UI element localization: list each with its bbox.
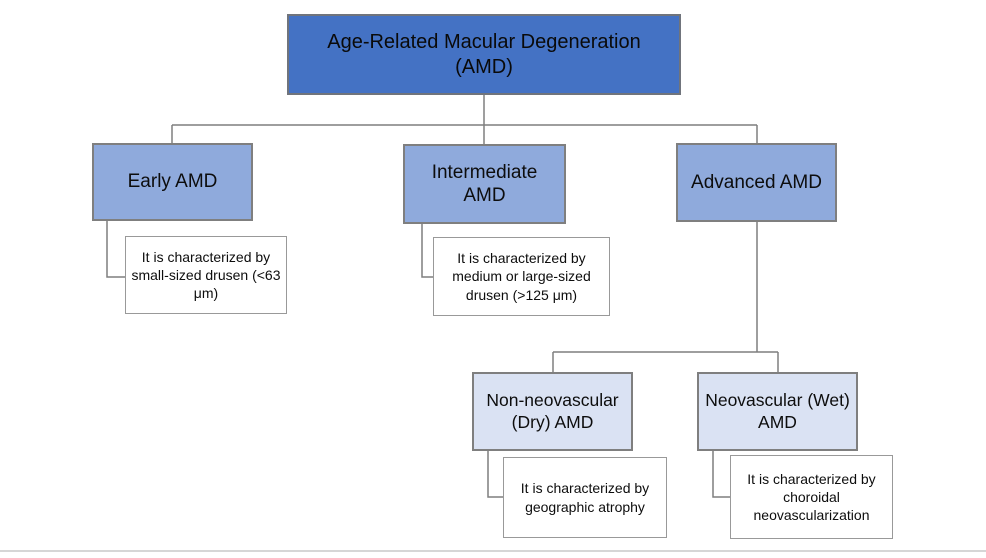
bottom-divider — [0, 550, 986, 552]
connector-wet-desc — [712, 451, 730, 498]
node-wet-amd: Neovascular (Wet) AMD — [697, 372, 858, 451]
description-intermediate-amd: It is characterized by medium or large-s… — [433, 237, 610, 316]
node-dry-amd: Non-neovascular (Dry) AMD — [472, 372, 633, 451]
connector-dry-desc — [487, 451, 503, 498]
node-intermediate-amd: Intermediate AMD — [403, 144, 566, 224]
node-root-amd: Age-Related Macular Degeneration (AMD) — [287, 14, 681, 95]
connector-early-desc — [106, 221, 125, 278]
description-wet-amd: It is characterized by choroidal neovasc… — [730, 455, 893, 539]
description-dry-amd: It is characterized by geographic atroph… — [503, 457, 667, 538]
node-advanced-amd: Advanced AMD — [676, 143, 837, 222]
description-early-amd: It is characterized by small-sized druse… — [125, 236, 287, 314]
connector-intermediate-desc — [421, 224, 433, 278]
node-early-amd: Early AMD — [92, 143, 253, 221]
